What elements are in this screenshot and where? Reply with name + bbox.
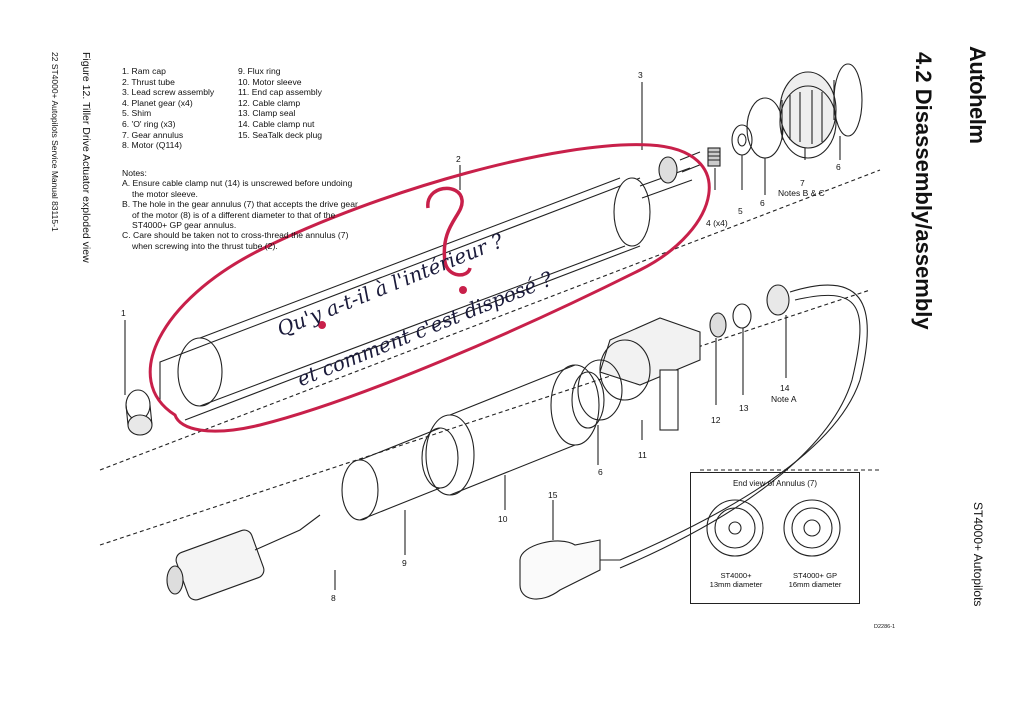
callout-2: 2 bbox=[456, 154, 461, 164]
callout-6-right: 6 bbox=[836, 162, 841, 172]
parts-list-item: 9. Flux ring bbox=[238, 66, 281, 76]
end-view-right-label: ST4000+ GP bbox=[792, 571, 838, 580]
o-ring-upper bbox=[746, 97, 784, 159]
end-view-right-dim: 16mm diameter bbox=[788, 580, 842, 589]
annulus-end-view-box: End view of Annulus (7) ST4000+ 13mm dia… bbox=[690, 472, 860, 604]
parts-list-right: 9. Flux ring 10. Motor sleeve 11. End ca… bbox=[238, 66, 322, 140]
parts-list-item: 14. Cable clamp nut bbox=[238, 118, 315, 129]
notes-heading: Notes: bbox=[122, 168, 147, 178]
callout-12: 12 bbox=[711, 415, 721, 425]
drawing-code: D2286-1 bbox=[874, 624, 896, 630]
gear-annulus bbox=[779, 71, 837, 159]
seatalk-plug bbox=[519, 539, 601, 600]
callout-13: 13 bbox=[739, 403, 749, 413]
thrust-tube bbox=[159, 177, 651, 421]
question-dot bbox=[459, 286, 467, 294]
lead-screw bbox=[639, 151, 703, 199]
end-cap bbox=[577, 317, 701, 431]
figure-caption: Figure 12. Tiller Drive Actuator explode… bbox=[80, 52, 92, 263]
parts-list-item: 4. Planet gear (x4) bbox=[122, 97, 193, 108]
parts-list-item: 13. Clamp seal bbox=[238, 108, 296, 119]
brand-logo: Autohelm bbox=[965, 46, 990, 144]
end-view-left-label: ST4000+ bbox=[720, 571, 752, 580]
axis-line-upper bbox=[99, 169, 881, 471]
parts-list-item: 3. Lead screw assembly bbox=[122, 87, 215, 98]
end-view-title: End view of Annulus (7) bbox=[732, 479, 818, 488]
note-c: C. Care should be taken not to cross-thr… bbox=[122, 230, 349, 251]
cable-clamp bbox=[560, 284, 868, 569]
parts-list-item: 2. Thrust tube bbox=[122, 76, 175, 87]
running-head: ST4000+ Autopilots bbox=[971, 502, 985, 607]
notes-block: Notes: A. Ensure cable clamp nut (14) is… bbox=[122, 168, 362, 251]
note-b: B. The hole in the gear annulus (7) that… bbox=[122, 199, 358, 231]
callout-1: 1 bbox=[121, 308, 126, 318]
callout-4: 4 (x4) bbox=[706, 218, 728, 228]
callout-3: 3 bbox=[638, 70, 643, 80]
flux-ring bbox=[341, 427, 459, 521]
parts-list-item: 5. Shim bbox=[122, 108, 152, 119]
cable bbox=[560, 284, 868, 561]
callout-7-note: Notes B & C bbox=[778, 188, 825, 198]
callout-10: 10 bbox=[498, 514, 508, 524]
callout-6-lower: 6 bbox=[598, 467, 603, 477]
motor-sleeve bbox=[425, 364, 600, 496]
callout-7: 7 bbox=[800, 178, 805, 188]
question-mark-red bbox=[426, 186, 472, 277]
parts-list-item: 11. End cap assembly bbox=[238, 87, 322, 98]
parts-list-item: 12. Cable clamp bbox=[238, 97, 301, 108]
note-a: A. Ensure cable clamp nut (14) is unscre… bbox=[122, 178, 353, 199]
planet-gears bbox=[707, 147, 721, 167]
parts-list-item: 7. Gear annulus bbox=[122, 129, 184, 140]
parts-list-left: 1. Ram cap 2. Thrust tube 3. Lead screw … bbox=[122, 66, 214, 151]
callout-6-upper: 6 bbox=[760, 198, 765, 208]
end-view-left-dim: 13mm diameter bbox=[709, 580, 763, 589]
parts-list-item: 8. Motor (Q114) bbox=[122, 140, 183, 151]
callout-14: 14 bbox=[780, 383, 790, 393]
page-footer: 22 ST4000+ Autopilots Service Manual 831… bbox=[50, 52, 60, 232]
parts-list-item: 1. Ram cap bbox=[122, 66, 166, 76]
callout-9: 9 bbox=[402, 558, 407, 568]
annotation-circle bbox=[148, 143, 711, 433]
annulus-end-views bbox=[706, 499, 841, 557]
o-ring-right bbox=[833, 63, 863, 137]
parts-list-item: 15. SeaTalk deck plug bbox=[238, 129, 323, 140]
parts-list-item: 6. 'O' ring (x3) bbox=[122, 118, 176, 129]
callout-8: 8 bbox=[331, 593, 336, 603]
section-title: 4.2 Disassembly/assembly bbox=[911, 52, 936, 330]
callout-14-note: Note A bbox=[771, 394, 797, 404]
motor bbox=[166, 514, 321, 601]
axis-line-lower bbox=[99, 289, 871, 546]
parts-list-item: 10. Motor sleeve bbox=[238, 76, 302, 87]
callout-11: 11 bbox=[638, 450, 647, 460]
callout-5: 5 bbox=[738, 206, 743, 216]
callout-15: 15 bbox=[548, 490, 558, 500]
ram-cap bbox=[125, 389, 153, 436]
